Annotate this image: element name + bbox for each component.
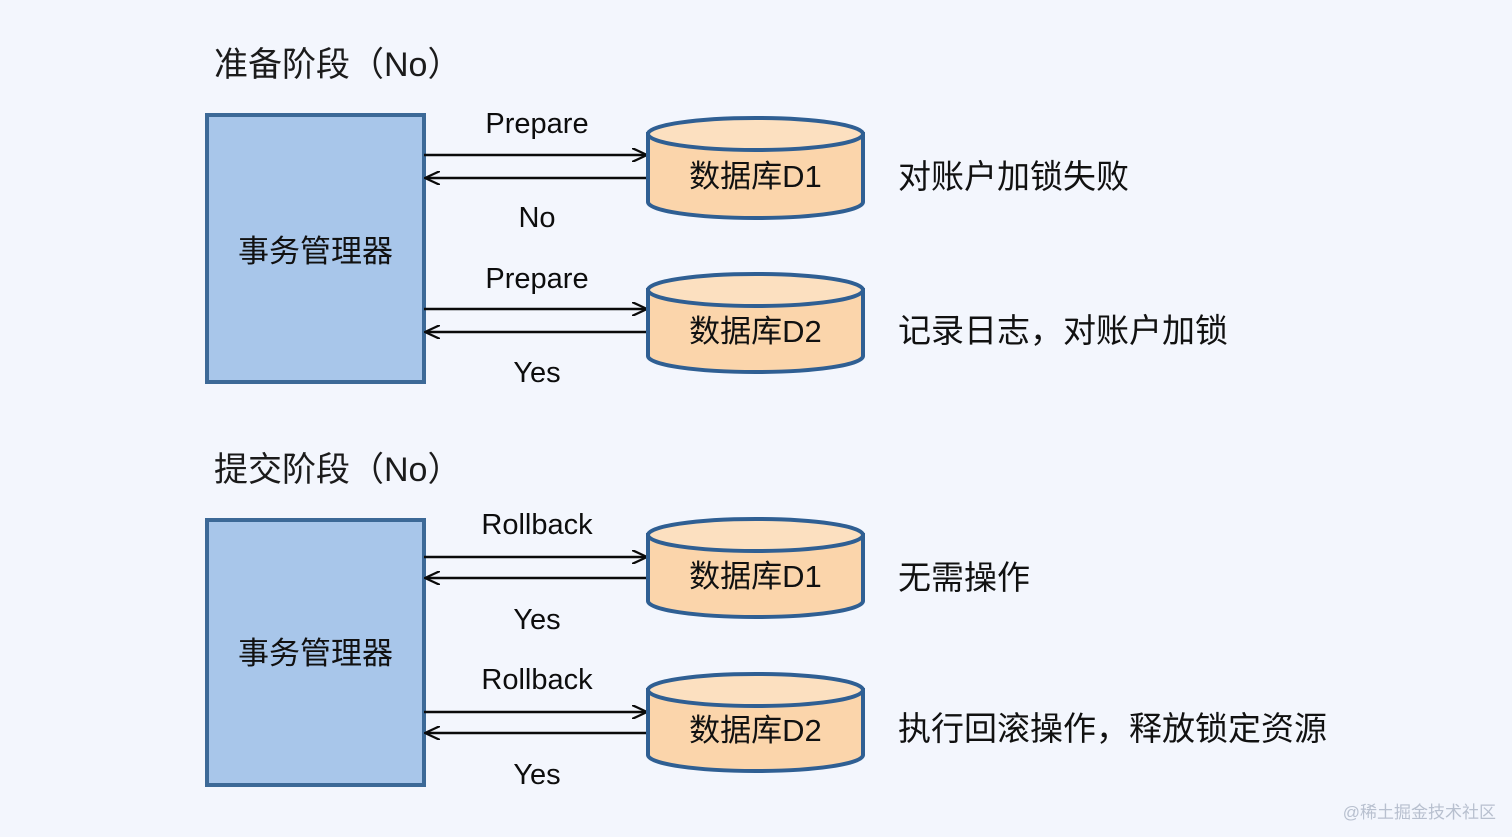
edge-label-request-prepare-d2: Prepare: [485, 263, 588, 295]
edge-label-response-commit-d2: Yes: [513, 759, 560, 791]
database-label-d1: 数据库D1: [689, 159, 822, 194]
database-cylinder-top: [646, 517, 865, 553]
database-node-prepare-d1[interactable]: 数据库D1: [646, 116, 865, 220]
database-node-commit-d2[interactable]: 数据库D2: [646, 672, 865, 773]
transaction-manager-node-prepare[interactable]: 事务管理器: [205, 113, 426, 384]
note-commit-d2: 执行回滚操作，释放锁定资源: [898, 710, 1327, 747]
database-node-prepare-d2[interactable]: 数据库D2: [646, 272, 865, 374]
database-cylinder-body[interactable]: [646, 288, 865, 374]
database-cylinder-body[interactable]: [646, 688, 865, 773]
edge-label-response-commit-d1: Yes: [513, 604, 560, 636]
database-cylinder-top: [646, 672, 865, 708]
watermark: @稀土掘金技术社区: [1343, 803, 1496, 822]
flow-row-prepare-d2: Prepare Yes 数据库D2 记录日志，对账户加锁: [424, 263, 1228, 389]
section-title-commit: 提交阶段（No）: [214, 451, 461, 489]
flow-row-commit-d2: Rollback Yes 数据库D2 执行回滚操作，释放锁定资源: [424, 664, 1327, 791]
transaction-manager-node-commit[interactable]: 事务管理器: [205, 518, 426, 787]
edge-label-request-commit-d1: Rollback: [481, 509, 593, 541]
database-label-d2: 数据库D2: [689, 314, 822, 349]
transaction-manager-label: 事务管理器: [238, 234, 393, 269]
section-title-prepare: 准备阶段（No）: [214, 46, 461, 84]
note-prepare-d2: 记录日志，对账户加锁: [898, 312, 1228, 349]
edge-label-request-prepare-d1: Prepare: [485, 108, 588, 140]
database-cylinder-body[interactable]: [646, 533, 865, 619]
section-commit-phase: 提交阶段（No） 事务管理器 Rollback Yes 数据库D1 无需操作: [205, 451, 1327, 791]
database-label-d1: 数据库D1: [689, 559, 822, 594]
transaction-manager-label: 事务管理器: [238, 636, 393, 671]
transaction-manager-box[interactable]: [205, 518, 426, 787]
edge-label-response-prepare-d2: Yes: [513, 357, 560, 389]
database-label-d2: 数据库D2: [689, 713, 822, 748]
note-prepare-d1: 对账户加锁失败: [898, 158, 1129, 195]
transaction-manager-box[interactable]: [205, 113, 426, 384]
flow-row-prepare-d1: Prepare No 数据库D1 对账户加锁失败: [424, 108, 1129, 234]
database-cylinder-top: [646, 116, 865, 152]
flow-row-commit-d1: Rollback Yes 数据库D1 无需操作: [424, 509, 1030, 636]
database-cylinder-body[interactable]: [646, 132, 865, 220]
edge-label-request-commit-d2: Rollback: [481, 664, 593, 696]
section-prepare-phase: 准备阶段（No） 事务管理器 Prepare No 数据库D1 对账户加锁失败: [205, 46, 1228, 389]
database-node-commit-d1[interactable]: 数据库D1: [646, 517, 865, 619]
note-commit-d1: 无需操作: [898, 559, 1030, 596]
edge-label-response-prepare-d1: No: [518, 202, 555, 234]
database-cylinder-top: [646, 272, 865, 308]
